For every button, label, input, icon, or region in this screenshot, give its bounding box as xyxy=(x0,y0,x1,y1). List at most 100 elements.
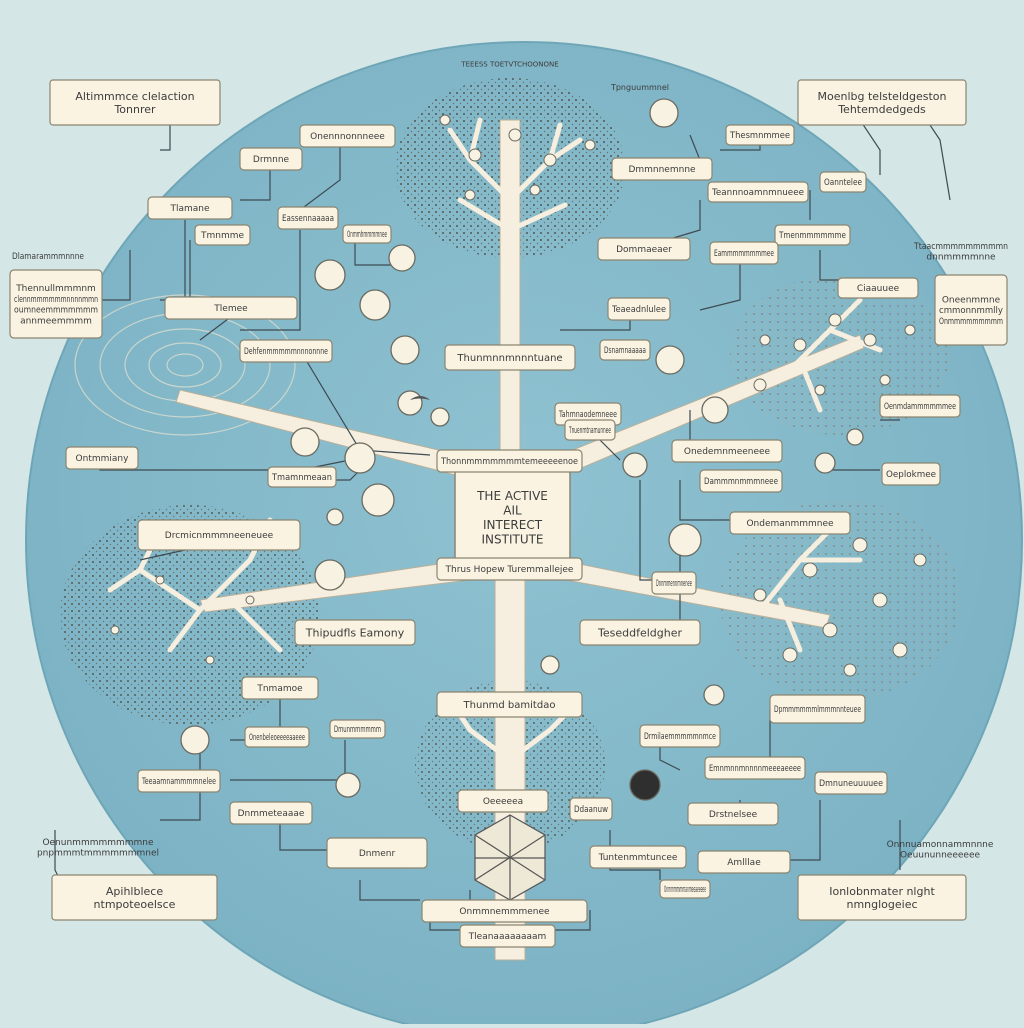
node-label-40-text: Dmnuneuuuuee xyxy=(819,779,883,789)
node-label-26-text: Tmenmmmmmme xyxy=(778,231,846,241)
node-label-36: Dnnmmennmnenee xyxy=(652,572,696,594)
node-label-20-text: Tleanaaaaaaaam xyxy=(468,932,547,942)
node-label-25-text: Oanntelee xyxy=(824,178,862,188)
node-label-11: Drcmicnmmmneeneuee xyxy=(138,520,300,550)
node-label-36-text: Dnnmmennmnenee xyxy=(656,579,692,589)
center-title-text: INTERECT xyxy=(483,518,543,532)
node-label-25: Oanntelee xyxy=(820,172,866,192)
node-label-24: Dommaeaer xyxy=(598,238,690,260)
node-label-37-text: Drmilaemmmmmnmce xyxy=(644,732,716,742)
node-label-20: Tleanaaaaaaaam xyxy=(460,925,555,947)
side-note-right-top-text: Oneenmmne xyxy=(942,295,1001,305)
molecule-icon xyxy=(630,770,660,800)
node-label-17: Oeeeeea xyxy=(458,790,548,812)
side-note-left-bottom-text: Oenunmmmmmmmmne xyxy=(42,838,154,848)
node-label-5: Tmnmme xyxy=(195,225,250,245)
node-label-6: Tlemee xyxy=(165,297,297,319)
node-label-40: Dmnuneuuuuee xyxy=(815,772,887,794)
side-note-left-header: Dlamarammmnnne xyxy=(12,252,84,262)
corner-label-bottom-left-text: ntmpoteoelsce xyxy=(94,898,176,911)
node-label-15-text: Dnmmeteaaae xyxy=(238,809,305,819)
side-note-right-top-header-text: Ttaacmmmmmmmmmn xyxy=(913,242,1008,252)
node-label-34: Oeplokmee xyxy=(882,463,940,485)
node-label-6-text: Tlemee xyxy=(213,304,248,314)
node-label-42: Tuntenmmtuncee xyxy=(590,846,686,868)
node-label-31-text: Onedemnmeeneee xyxy=(684,447,771,457)
node-label-30-text: Tahmnaodemneee xyxy=(558,410,617,420)
node-label-18-text: Ddaanuw xyxy=(574,805,608,815)
node-label-44: Onmmmmmmanmeeaeeeee xyxy=(660,880,710,898)
node-label-39: Emnmnnmnnnnmeeeaeeee xyxy=(705,757,805,779)
node-label-5-text: Tmnmme xyxy=(200,231,245,241)
side-note-right-top-text: Onmmmmmmmmm xyxy=(939,317,1003,327)
side-note-right-top-text: cmmonnmmlly xyxy=(939,306,1004,316)
node-label-2: Drmnne xyxy=(240,148,302,170)
node-label-38-text: Dpmmmmmmlmmmnnteuee xyxy=(774,705,861,715)
node-label-29-text: Ciaauuee xyxy=(857,284,900,294)
node-label-24-text: Dommaeaer xyxy=(616,245,672,255)
corner-label-bottom-right-text: nmnglogeiec xyxy=(846,898,917,911)
hub-label-bottom-text: Thrus Hopew Turemmallejee xyxy=(445,565,574,575)
side-note-right-bottom-text: Onnnuamonnammnnne xyxy=(887,840,994,850)
side-note-left-header-text: Dlamarammmnnne xyxy=(12,252,84,262)
node-label-47: Dmunmmmmmm xyxy=(330,720,385,738)
side-note-top-right-small-text: Tpnguummnel xyxy=(610,83,669,92)
trunk-label-bottom: Thunmd bamitdao xyxy=(437,692,582,717)
side-note-left-top-text: Thennullmmmnm xyxy=(15,284,96,294)
dandelion-node-icon xyxy=(650,99,678,127)
node-label-3: Tlamane xyxy=(148,197,232,219)
node-label-8: Onmmhmmmmnee xyxy=(343,225,391,243)
side-note-top-center: TEEESS TOETVTCHOONONE xyxy=(460,60,558,68)
node-label-43: Amlllae xyxy=(698,851,790,873)
node-label-12: Tnmamoe xyxy=(242,677,318,699)
node-label-33-text: Ondemanmmmnee xyxy=(746,519,834,529)
corner-label-bottom-left-text: Apihlblece xyxy=(106,885,163,898)
node-label-41-text: Drstnelsee xyxy=(709,810,758,820)
side-note-left-top-text: annmeemmmm xyxy=(20,316,92,326)
hub-label-left-text: Thipudfls Eamony xyxy=(305,626,405,639)
side-note-right-top-header-text: dnnmmmmnne xyxy=(926,253,996,263)
corner-label-top-left-text: Tonnrer xyxy=(113,103,156,116)
node-label-14: Teeaamnammmmnelee xyxy=(138,770,220,792)
hub-label-right: Teseddfeldgher xyxy=(580,620,700,645)
side-note-left-top-text: oumneemmmmmmm xyxy=(14,306,98,316)
corner-label-bottom-right-text: Ionlobnmater nlght xyxy=(829,885,935,898)
node-label-16-text: Dnmenr xyxy=(359,849,396,859)
side-note-left-top: Thennullmmmnmclennmmmmmmnnnnmmnoumneemmm… xyxy=(10,270,102,338)
node-label-42-text: Tuntenmmtuncee xyxy=(598,853,678,863)
node-label-4: Eassennaaaaa xyxy=(278,207,338,229)
node-label-44-text: Onmmmmmmanmeeaeeeee xyxy=(664,885,706,895)
node-label-45: Dsnamnaaaaa xyxy=(600,340,650,360)
node-label-12-text: Tnmamoe xyxy=(256,684,303,694)
center-title: THE ACTIVEAILINTERECTINSTITUTE xyxy=(455,470,570,565)
side-note-right-top: OneenmmnecmmonnmmllyOnmmmmmmmmm xyxy=(935,275,1007,345)
node-label-34-text: Oeplokmee xyxy=(886,470,936,480)
node-label-27: Eammmmmmmmee xyxy=(710,242,778,264)
node-label-21-text: Dmmnnemnne xyxy=(628,165,696,175)
node-label-45-text: Dsnamnaaaaa xyxy=(604,346,646,356)
node-label-35: Oenmdammmmmmee xyxy=(880,395,960,417)
node-label-7: Dehfenmmmmmnnnonnne xyxy=(240,340,332,362)
center-title-text: INSTITUTE xyxy=(481,532,543,546)
node-label-38: Dpmmmmmmlmmmnnteuee xyxy=(770,695,865,723)
node-label-32-text: Dammmnmmmneee xyxy=(704,477,778,487)
node-label-13: Onenbeleoeeeeaaeee xyxy=(245,727,309,747)
node-label-9-text: Ontmmiany xyxy=(76,454,130,464)
node-label-46-text: Tnuenmtnamunnee xyxy=(569,426,612,436)
center-title-text: THE ACTIVE xyxy=(476,489,548,503)
node-label-4-text: Eassennaaaaa xyxy=(282,214,334,224)
node-label-22-text: Thesmnmmee xyxy=(729,131,790,141)
node-label-19: Onmmnemmmenee xyxy=(422,900,587,922)
side-note-top-center-text: TEEESS TOETVTCHOONONE xyxy=(460,60,558,68)
node-label-15: Dnmmeteaaae xyxy=(230,802,312,824)
side-note-left-top-text: clennmmmmmmnnnnmmn xyxy=(14,295,98,305)
node-label-1-text: Onennnonnneee xyxy=(310,132,385,142)
node-label-1: Onennnonnneee xyxy=(300,125,395,147)
node-label-47-text: Dmunmmmmmm xyxy=(334,725,381,735)
trunk-label-bottom-text: Thunmd bamitdao xyxy=(463,700,556,711)
